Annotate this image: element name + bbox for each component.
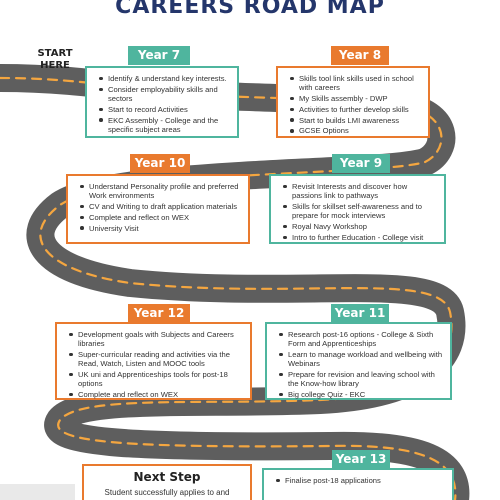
list-item: Revisit Interests and discover how passi…	[279, 182, 438, 200]
year-8-list: Skills tool link skills used in school w…	[286, 74, 422, 136]
start-here-label: START HERE	[37, 48, 73, 71]
list-item: My Skills assembly - DWP	[286, 94, 422, 103]
year-8-box: Skills tool link skills used in school w…	[276, 66, 430, 138]
list-item: Complete and reflect on WEX	[76, 213, 242, 222]
list-item: Start to record Activities	[95, 105, 231, 114]
year-9-label: Year 9	[332, 154, 390, 173]
year-10-label: Year 10	[130, 154, 190, 173]
year-8-label: Year 8	[331, 46, 389, 65]
year-7-box: Identify & understand key interests. Con…	[85, 66, 239, 138]
list-item: Royal Navy Workshop	[279, 222, 438, 231]
year-12-box: Development goals with Subjects and Care…	[55, 322, 252, 400]
year-9-list: Revisit Interests and discover how passi…	[279, 182, 438, 242]
list-item: Consider employability skills and sector…	[95, 85, 231, 103]
next-step-box	[82, 464, 252, 500]
year-10-box: Understand Personality profile and prefe…	[66, 174, 250, 244]
year-9-box: Revisit Interests and discover how passi…	[269, 174, 446, 244]
list-item: Understand Personality profile and prefe…	[76, 182, 242, 200]
year-13-list: Finalise post-18 applications	[272, 476, 446, 485]
list-item: UK uni and Apprenticeships tools for pos…	[65, 370, 244, 388]
list-item: Skills tool link skills used in school w…	[286, 74, 422, 92]
list-item: Skills for skillset self-awareness and t…	[279, 202, 438, 220]
road-path	[0, 64, 470, 500]
list-item: Intro to further Education - College vis…	[279, 233, 438, 242]
list-item: Identify & understand key interests.	[95, 74, 231, 83]
road-fade	[0, 484, 75, 500]
list-item: Big college Quiz - EKC	[275, 390, 444, 399]
year-7-list: Identify & understand key interests. Con…	[95, 74, 231, 134]
list-item: Finalise post-18 applications	[272, 476, 446, 485]
year-13-label: Year 13	[332, 450, 390, 469]
list-item: Research post-16 options - College & Six…	[275, 330, 444, 348]
year-11-list: Research post-16 options - College & Six…	[275, 330, 444, 399]
next-step-title: Next Step	[133, 470, 201, 484]
list-item: Activities to further develop skills	[286, 105, 422, 114]
list-item: EKC Assembly - College and the specific …	[95, 116, 231, 134]
list-item: CV and Writing to draft application mate…	[76, 202, 242, 211]
list-item: GCSE Options	[286, 126, 422, 135]
list-item: Learn to manage workload and wellbeing w…	[275, 350, 444, 368]
list-item: University Visit	[76, 224, 242, 233]
year-13-box: Finalise post-18 applications	[262, 468, 454, 500]
list-item: Complete and reflect on WEX	[65, 390, 244, 399]
year-10-list: Understand Personality profile and prefe…	[76, 182, 242, 233]
year-12-list: Development goals with Subjects and Care…	[65, 330, 244, 399]
list-item: Prepare for revision and leaving school …	[275, 370, 444, 388]
list-item: Development goals with Subjects and Care…	[65, 330, 244, 348]
year-11-box: Research post-16 options - College & Six…	[265, 322, 452, 400]
list-item: Super-curricular reading and activities …	[65, 350, 244, 368]
next-step-text: Student successfully applies to and	[104, 488, 230, 497]
year-7-label: Year 7	[128, 46, 190, 65]
year-11-label: Year 11	[331, 304, 389, 323]
page-title: CAREERS ROAD MAP	[115, 0, 385, 19]
list-item: Start to builds LMI awareness	[286, 116, 422, 125]
year-12-label: Year 12	[128, 304, 190, 323]
